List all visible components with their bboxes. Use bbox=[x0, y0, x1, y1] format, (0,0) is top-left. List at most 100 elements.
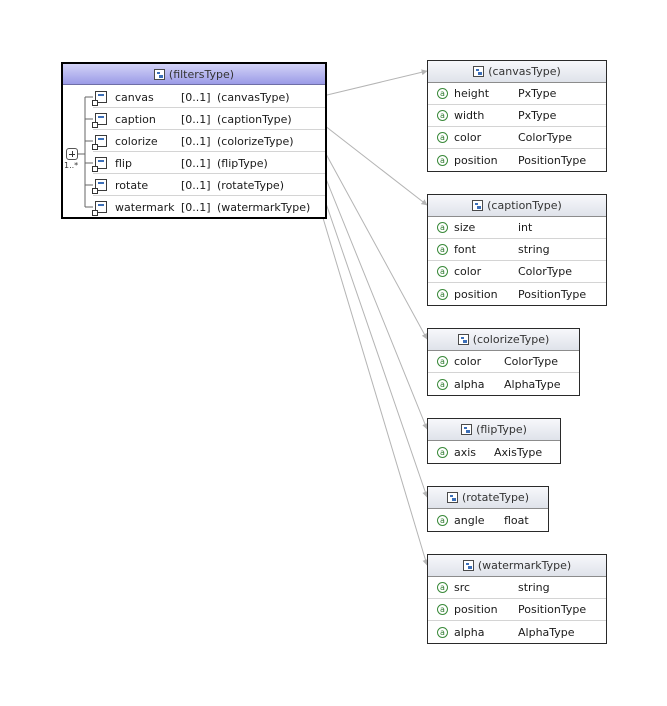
attribute-icon: a bbox=[437, 582, 448, 593]
attribute-type: PositionType bbox=[518, 603, 587, 616]
connector-line bbox=[319, 142, 428, 340]
row-separator bbox=[93, 107, 325, 108]
attribute-row-position[interactable]: a position PositionType bbox=[428, 149, 606, 171]
attribute-type: AlphaType bbox=[518, 625, 575, 639]
attribute-name: width bbox=[454, 109, 485, 122]
row-separator bbox=[93, 129, 325, 130]
attribute-name: position bbox=[454, 603, 498, 616]
attribute-type: PositionType bbox=[518, 287, 587, 301]
element-row-caption[interactable]: caption[0..1](captionType) bbox=[92, 108, 325, 130]
type-title: (flipType) bbox=[476, 423, 527, 436]
attribute-icon: a bbox=[437, 288, 448, 300]
element-type: (flipType) bbox=[217, 156, 268, 170]
element-cardinality: [0..1] bbox=[181, 178, 211, 192]
complex-type-icon bbox=[457, 334, 469, 345]
occurrence-label: 1..* bbox=[64, 161, 79, 170]
element-row-rotate[interactable]: rotate [0..1] (rotateType) bbox=[92, 174, 325, 196]
type-title: (rotateType) bbox=[462, 491, 529, 504]
type-title: (watermarkType) bbox=[477, 559, 572, 572]
attribute-name: color bbox=[454, 355, 482, 368]
attribute-icon: a bbox=[437, 88, 448, 99]
attribute-type: int bbox=[518, 221, 533, 234]
attribute-icon: a bbox=[437, 154, 448, 166]
attribute-icon: a bbox=[437, 110, 448, 121]
attribute-name: height bbox=[454, 87, 490, 100]
attribute-type: float bbox=[504, 513, 529, 527]
element-row-canvas[interactable]: canvas[0..1](canvasType) bbox=[92, 86, 325, 108]
attribute-icon: a bbox=[437, 604, 448, 615]
attribute-type: AxisType bbox=[494, 445, 543, 459]
element-row-flip[interactable]: flip[0..1](flipType) bbox=[92, 152, 325, 174]
element-name: caption bbox=[115, 112, 156, 126]
element-icon bbox=[92, 113, 107, 128]
attribute-type: ColorType bbox=[518, 131, 572, 144]
element-cardinality: [0..1] bbox=[181, 156, 211, 170]
element-name: rotate bbox=[115, 178, 149, 192]
attribute-icon: a bbox=[437, 446, 448, 458]
attribute-icon: a bbox=[437, 626, 448, 638]
connector-line bbox=[326, 69, 428, 96]
complex-type-icon bbox=[153, 68, 165, 80]
attribute-name: angle bbox=[454, 513, 485, 527]
canvas-type-header: (canvasType) bbox=[428, 61, 606, 83]
sequence-compositor-icon[interactable] bbox=[66, 148, 78, 160]
element-name: colorize bbox=[115, 134, 158, 148]
flip-type-header: (flipType) bbox=[428, 419, 560, 441]
element-row-watermark[interactable]: watermark[0..1](watermarkType) bbox=[92, 196, 325, 218]
attribute-name: size bbox=[454, 221, 476, 234]
connector-line bbox=[319, 163, 428, 430]
type-title: (captionType) bbox=[487, 199, 562, 212]
row-separator bbox=[93, 195, 325, 196]
attribute-name: alpha bbox=[454, 377, 485, 391]
attribute-type: string bbox=[518, 243, 550, 256]
attribute-name: position bbox=[454, 287, 498, 301]
complex-type-icon bbox=[462, 560, 474, 571]
complex-type-icon bbox=[473, 66, 485, 77]
element-icon bbox=[92, 157, 107, 172]
attribute-icon: a bbox=[437, 132, 448, 143]
filters-type-title: (filtersType) bbox=[168, 67, 235, 81]
element-type: (watermarkType) bbox=[217, 200, 311, 214]
connector-line bbox=[319, 207, 429, 566]
attribute-type: PositionType bbox=[518, 153, 587, 167]
element-row-colorize[interactable]: colorize[0..1](colorizeType) bbox=[92, 130, 325, 152]
element-icon bbox=[92, 91, 107, 106]
colorize-type-header: (colorizeType) bbox=[428, 329, 579, 351]
attribute-icon: a bbox=[437, 266, 448, 277]
attribute-icon: a bbox=[437, 244, 448, 255]
attribute-name: position bbox=[454, 153, 498, 167]
attribute-type: AlphaType bbox=[504, 377, 561, 391]
type-title: (canvasType) bbox=[488, 65, 561, 78]
rotate-type-header: (rotateType) bbox=[428, 487, 548, 509]
element-cardinality: [0..1] bbox=[181, 112, 211, 126]
watermark-type-header: (watermarkType) bbox=[428, 555, 606, 577]
element-cardinality: [0..1] bbox=[181, 200, 211, 214]
attribute-type: ColorType bbox=[504, 355, 558, 368]
filters-type-box[interactable]: (filtersType) 1..* canvas[0..1](canvasTy… bbox=[61, 62, 327, 219]
attribute-name: font bbox=[454, 243, 476, 256]
element-type: (rotateType) bbox=[217, 178, 284, 192]
element-icon bbox=[92, 201, 107, 216]
attribute-name: src bbox=[454, 581, 471, 594]
attribute-row-position[interactable]: a position PositionType bbox=[428, 283, 606, 305]
attribute-row-position[interactable]: a position PositionType bbox=[428, 599, 606, 621]
